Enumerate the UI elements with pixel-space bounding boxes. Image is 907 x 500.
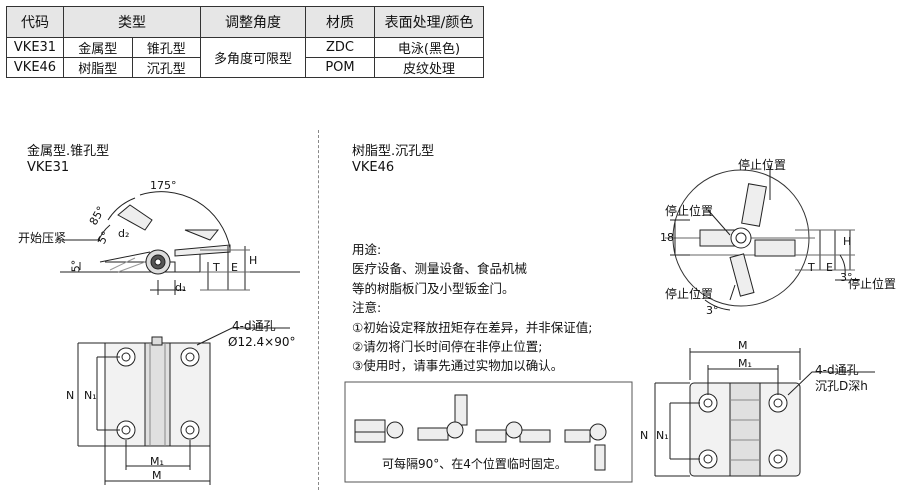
label-N1-left: N₁ (84, 389, 97, 402)
left-code: VKE31 (27, 160, 70, 175)
label-angle-3a: 3° (840, 271, 853, 284)
label-N1-right: N₁ (656, 429, 669, 442)
panel-divider (318, 130, 319, 490)
label-M1-right: M₁ (738, 357, 752, 370)
label-E-left: E (231, 261, 238, 274)
left-title: 金属型.锥孔型 (27, 144, 110, 159)
cell-type-a: 树脂型 (63, 57, 133, 78)
cell-finish: 皮纹处理 (374, 57, 484, 78)
table-row: VKE46 树脂型 沉孔型 POM 皮纹处理 (6, 57, 484, 78)
label-T-left: T (213, 261, 220, 274)
label-stop-bottom: 停止位置 (665, 287, 714, 301)
label-H-left: H (249, 254, 258, 267)
label-angle-3b: 3° (706, 304, 719, 317)
right-title: 树脂型.沉孔型 (352, 144, 435, 159)
cell-finish: 电泳(黑色) (374, 37, 484, 58)
note-line: 注意: (352, 300, 382, 316)
cell-type-b: 沉孔型 (131, 57, 201, 78)
label-d2: d₂ (118, 227, 130, 240)
label-M1-left: M₁ (150, 455, 164, 468)
label-angle-175: 175° (150, 179, 177, 192)
label-T-right: T (808, 261, 815, 274)
spec-table: 代码 类型 调整角度 材质 表面处理/颜色 VKE31 金属型 锥孔型 多角度可… (6, 6, 484, 78)
label-hole-spec-right-1: 4-d通孔 (815, 363, 859, 377)
note-line: 用途: (352, 242, 382, 257)
note-line: 等的树脂板门及小型钣金门。 (352, 280, 515, 296)
label-E-right: E (826, 261, 833, 274)
label-M-right: M (738, 339, 748, 352)
label-start-press: 开始压紧 (18, 231, 67, 245)
label-d1: d₁ (175, 281, 187, 294)
box-caption: 可每隔90°、在4个位置临时固定。 (382, 457, 567, 471)
note-line: ③使用时，请事先通过实物加以确认。 (352, 358, 564, 374)
label-stop-left: 停止位置 (665, 204, 714, 218)
label-stop-top: 停止位置 (738, 158, 787, 172)
label-hole-spec-left-2: Ø12.4×90° (228, 335, 296, 349)
note-line: ②请勿将门长时间停在非停止位置; (352, 339, 543, 355)
cell-code: VKE46 (6, 57, 64, 78)
label-dim-18: 18 (660, 231, 674, 244)
label-angle-5b: 5° (69, 259, 83, 273)
label-H-right: H (843, 235, 852, 248)
cell-type-b: 锥孔型 (131, 37, 201, 58)
label-M-left: M (152, 469, 162, 482)
cell-material: ZDC (305, 37, 375, 58)
note-line: ①初始设定释放扭矩存在差异，并非保证值; (352, 319, 593, 335)
label-N-right: N (640, 429, 649, 442)
label-stop-right: 停止位置 (848, 277, 897, 291)
right-code: VKE46 (352, 160, 395, 175)
usage-notes: 用途: 医疗设备、测量设备、食品机械 等的树脂板门及小型钣金门。 注意: ①初始… (352, 240, 592, 376)
header-code: 代码 (6, 6, 64, 38)
label-hole-spec-right-2: 沉孔D深h (815, 379, 868, 393)
label-hole-spec-left-1: 4-d通孔 (232, 319, 276, 333)
header-finish: 表面处理/颜色 (374, 6, 484, 38)
label-N-left: N (66, 389, 75, 402)
cell-angle: 多角度可限型 (200, 37, 306, 78)
note-line: 医疗设备、测量设备、食品机械 (352, 261, 528, 277)
